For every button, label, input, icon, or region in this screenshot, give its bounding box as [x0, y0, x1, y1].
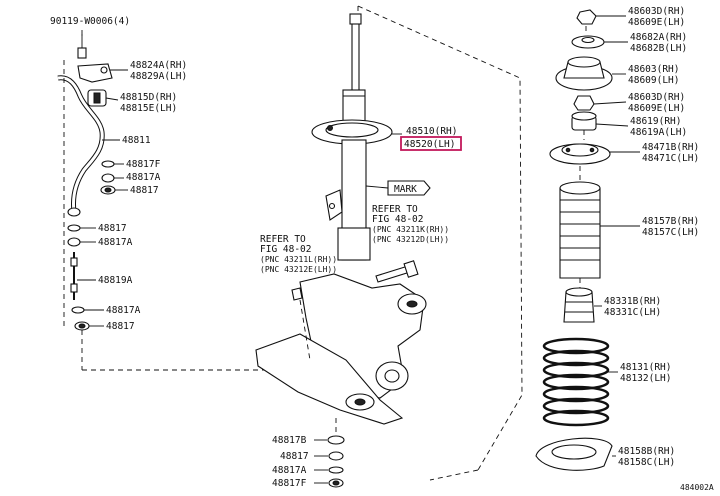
part-label: 48157B(RH): [642, 216, 699, 227]
mark-callout: MARK: [365, 180, 431, 196]
right-leader-lines: [593, 15, 640, 457]
part-label: 48609E(LH): [628, 103, 685, 114]
part-label: 48817: [130, 185, 159, 196]
part-label: 48824A(RH): [130, 60, 187, 71]
part-label-highlighted: 48520(LH): [404, 139, 455, 150]
part-label: 48331B(RH): [604, 296, 661, 307]
part-label: 48817A: [98, 237, 133, 248]
part-label: 48619(RH): [630, 116, 681, 127]
part-label: 48158C(LH): [618, 457, 675, 468]
part-label: 48811: [122, 135, 151, 146]
reference-text: FIG 48-02: [260, 244, 311, 255]
left-part-labels: 90119-W0006(4) 48824A(RH) 48829A(LH) 488…: [50, 16, 187, 332]
part-label: 48603D(RH): [628, 92, 685, 103]
coil-spring: [542, 337, 610, 427]
part-label: 48817A: [272, 465, 307, 476]
reference-note-lower: REFER TO FIG 48-02 (PNC 43211L(RH)) (PNC…: [260, 234, 337, 274]
part-label: 48331C(LH): [604, 307, 661, 318]
part-label: 48817A: [106, 305, 141, 316]
part-label: 48817: [280, 451, 309, 462]
reference-text: (PNC 43211L(RH)): [260, 255, 337, 264]
part-label: 48471B(RH): [642, 142, 699, 153]
part-label: 48132(LH): [620, 373, 671, 384]
right-part-labels: 48603D(RH) 48609E(LH) 48682A(RH) 48682B(…: [604, 6, 699, 468]
part-label: 48815E(LH): [120, 103, 177, 114]
part-label: 90119-W0006(4): [50, 16, 130, 27]
part-label: 48510(RH): [406, 126, 457, 137]
part-label: 48815D(RH): [120, 92, 177, 103]
steering-knuckle: [255, 273, 427, 425]
mark-label: MARK: [394, 184, 417, 195]
reference-text: (PNC 43212E(LH)): [260, 265, 337, 274]
part-label: 48158B(RH): [618, 446, 675, 457]
part-label: 48609(LH): [628, 75, 679, 86]
part-label: 48131(RH): [620, 362, 671, 373]
part-label: 48682B(LH): [630, 43, 687, 54]
reference-text: (PNC 43211K(RH)): [372, 225, 449, 234]
part-label: 48682A(RH): [630, 32, 687, 43]
mounting-bolts: [291, 260, 419, 301]
part-label: 48603D(RH): [628, 6, 685, 17]
stabilizer-assembly: [57, 34, 300, 371]
reference-note-upper: REFER TO FIG 48-02 (PNC 43211K(RH)) (PNC…: [372, 204, 449, 244]
part-label: 48829A(LH): [130, 71, 187, 82]
reference-text: REFER TO: [372, 204, 418, 215]
part-label: 48471C(LH): [642, 153, 699, 164]
highlighted-part-box: [400, 136, 462, 151]
part-label: 48817A: [126, 172, 161, 183]
lower-part-labels: 48817B 48817 48817A 48817F: [272, 435, 309, 489]
reference-text: (PNC 43212D(LH)): [372, 235, 449, 244]
reference-text: FIG 48-02: [372, 214, 423, 225]
reference-text: REFER TO: [260, 234, 306, 245]
figure-code: 484002A: [680, 483, 714, 492]
part-label: 48819A: [98, 275, 133, 286]
part-label: 48817F: [126, 159, 161, 170]
assembly-boundary-left: [357, 5, 523, 471]
part-label: 48817F: [272, 478, 307, 489]
part-label: 48817: [106, 321, 135, 332]
part-label: 48817: [98, 223, 127, 234]
part-label: 48817B: [272, 435, 307, 446]
part-label: 48157C(LH): [642, 227, 699, 238]
shock-absorber: [311, 13, 393, 261]
left-leader-lines: [77, 30, 128, 327]
part-label: 48609E(LH): [628, 17, 685, 28]
spring-mount-stack: [535, 9, 613, 471]
part-label: 48603(RH): [628, 64, 679, 75]
part-label: 48619A(LH): [630, 127, 687, 138]
lower-small-parts: [314, 418, 345, 488]
